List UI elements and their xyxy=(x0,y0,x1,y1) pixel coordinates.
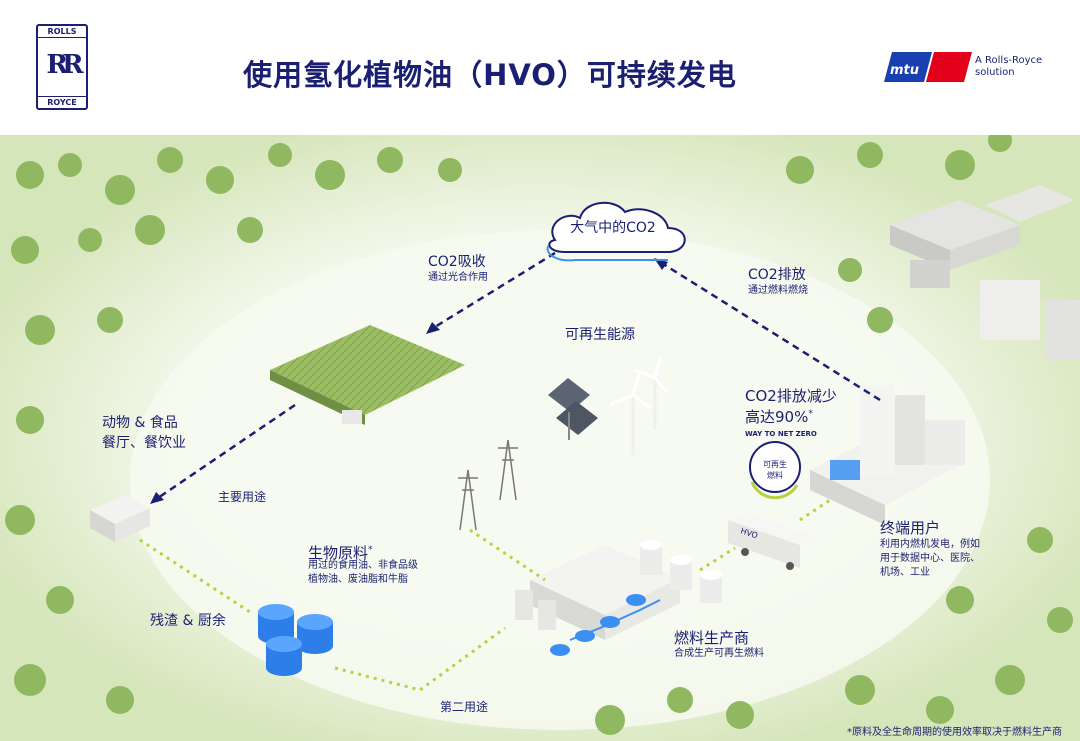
second-use-label: 第二用途 xyxy=(440,700,489,714)
raw-material-title: 生物原料* xyxy=(308,540,373,563)
bio-tanks xyxy=(258,604,333,676)
mtu-tagline-2: solution xyxy=(975,67,1015,78)
page-title: 使用氢化植物油（HVO）可持续发电 xyxy=(243,58,737,92)
co2-release-sub: 通过燃料燃烧 xyxy=(748,285,808,296)
reduction-line-2: 高达90%* xyxy=(745,404,813,427)
animals-label-2: 餐厅、餐饮业 xyxy=(102,435,186,451)
raw-material-line-2: 植物油、废油脂和牛脂 xyxy=(308,574,408,585)
animals-label-1: 动物 & 食品 xyxy=(102,415,178,431)
raw-material-footnote-mark: * xyxy=(368,545,373,555)
solar-panels xyxy=(548,378,598,440)
scene-drawing: HVO xyxy=(0,135,1080,741)
end-user-building xyxy=(810,385,965,525)
badge-line-1: 可再生 xyxy=(763,459,787,469)
reduction-line-1: CO2排放减少 xyxy=(745,387,837,405)
power-pylons xyxy=(458,439,518,531)
atmosphere-cloud-icon xyxy=(546,201,686,262)
industrial-buildings xyxy=(890,185,1080,360)
wind-turbines xyxy=(609,357,670,455)
crop-field xyxy=(270,325,465,425)
logo-monogram: RR xyxy=(46,50,83,80)
rolls-royce-logo: ROLLS RR ROYCE xyxy=(36,24,88,110)
mtu-tagline-1: A Rolls-Royce xyxy=(975,55,1043,66)
restaurant-building xyxy=(90,495,150,542)
illustration-scene: HVO xyxy=(0,135,1080,741)
main-use-label: 主要用途 xyxy=(218,490,267,504)
producer-sub: 合成生产可再生燃料 xyxy=(674,648,764,659)
end-user-line-2: 用于数据中心、医院、 xyxy=(880,553,980,564)
co2-absorb-label: CO2吸收 xyxy=(428,254,486,270)
co2-absorb-sub: 通过光合作用 xyxy=(428,272,488,283)
footnote: *原料及全生命周期的使用效率取决于燃料生产商 xyxy=(847,727,1062,738)
logo-bottom-text: ROYCE xyxy=(38,96,86,108)
badge-ring-text: WAY TO NET ZERO xyxy=(745,430,817,438)
header: ROLLS RR ROYCE 使用氢化植物油（HVO）可持续发电 mtu A R… xyxy=(0,0,1080,135)
end-user-label: 终端用户 xyxy=(880,519,941,537)
forest-trees xyxy=(5,135,1073,735)
mtu-logo: mtu xyxy=(884,52,972,82)
end-user-line-3: 机场、工业 xyxy=(880,567,930,578)
fuel-flow-arrows xyxy=(139,498,831,692)
mtu-logo-text: mtu xyxy=(890,63,919,78)
logo-top-text: ROLLS xyxy=(38,26,86,38)
raw-material-title-text: 生物原料 xyxy=(308,544,369,562)
renewable-label: 可再生能源 xyxy=(565,327,635,343)
reduction-footnote-mark: * xyxy=(808,409,813,419)
raw-material-line-1: 用过的食用油、非食品级 xyxy=(308,560,418,571)
end-user-line-1: 利用内燃机发电，例如 xyxy=(880,539,980,550)
co2-flow-arrows xyxy=(154,251,881,502)
residue-label: 残渣 & 厨余 xyxy=(150,613,226,629)
hvo-truck: HVO xyxy=(728,512,815,570)
cloud-label: 大气中的CO2 xyxy=(570,220,656,236)
badge-line-2: 燃料 xyxy=(767,470,783,480)
co2-release-label: CO2排放 xyxy=(748,267,806,283)
net-zero-badge-icon: 可再生 燃料 WAY TO NET ZERO xyxy=(745,430,817,500)
fuel-plant xyxy=(515,540,722,656)
producer-label: 燃料生产商 xyxy=(674,629,750,647)
reduction-value: 高达90% xyxy=(745,408,809,426)
mtu-tagline: A Rolls-Royce solution xyxy=(975,55,1065,79)
